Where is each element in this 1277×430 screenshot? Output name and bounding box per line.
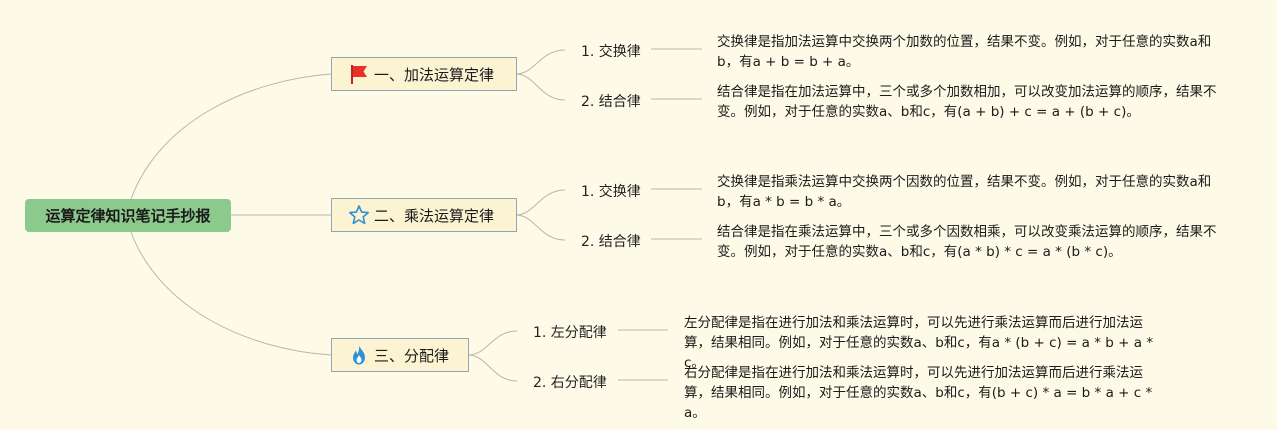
connector-branch-3-item-1 (467, 330, 518, 356)
red-flag-icon (348, 63, 370, 85)
connector-branch-1-item-2 (515, 73, 566, 101)
connector-root-branch-1 (130, 73, 332, 200)
branch-topic-distributive[interactable]: 三、分配律 (331, 338, 469, 372)
connector-branch-1-item-1 (515, 49, 566, 75)
description-addition-commutative: 交换律是指加法运算中交换两个加数的位置，结果不变。例如，对于任意的实数a和b，有… (717, 34, 1212, 70)
description-multiplication-associative: 结合律是指在乘法运算中，三个或多个因数相乘，可以改变乘法运算的顺序，结果不变。例… (717, 224, 1217, 260)
blue-flame-icon (348, 344, 370, 366)
subtopic-multiplication-associative[interactable]: 2. 结合律 (581, 234, 641, 250)
root-topic[interactable]: 运算定律知识笔记手抄报 (25, 199, 231, 232)
description-left-distributive: 左分配律是指在进行加法和乘法运算时，可以先进行乘法运算而后进行加法运算，结果相同… (684, 315, 1154, 371)
description-multiplication-commutative: 交换律是指乘法运算中交换两个因数的位置，结果不变。例如，对于任意的实数a和b，有… (717, 174, 1212, 210)
branch-topic-label: 一、加法运算定律 (374, 65, 495, 84)
description-right-distributive: 右分配律是指在进行加法和乘法运算时，可以先进行加法运算而后进行乘法运算，结果相同… (684, 365, 1153, 421)
subtopic-multiplication-commutative[interactable]: 1. 交换律 (581, 184, 641, 200)
connector-branch-2-item-2 (515, 214, 566, 241)
description-addition-associative: 结合律是指在加法运算中，三个或多个加数相加，可以改变加法运算的顺序，结果不变。例… (717, 84, 1217, 120)
branch-topic-label: 三、分配律 (374, 346, 450, 365)
root-topic-label: 运算定律知识笔记手抄报 (45, 207, 211, 225)
subtopic-left-distributive[interactable]: 1. 左分配律 (533, 325, 607, 341)
branch-topic-label: 二、乘法运算定律 (374, 206, 495, 225)
connector-branch-3-item-2 (467, 354, 518, 382)
subtopic-right-distributive[interactable]: 2. 右分配律 (533, 375, 607, 391)
star-outline-icon (348, 204, 370, 226)
connector-root-branch-3 (130, 231, 332, 356)
subtopic-addition-associative[interactable]: 2. 结合律 (581, 94, 641, 110)
connector-branch-2-item-1 (515, 189, 566, 216)
subtopic-addition-commutative[interactable]: 1. 交换律 (581, 44, 641, 60)
branch-topic-multiplication[interactable]: 二、乘法运算定律 (331, 198, 517, 232)
branch-topic-addition[interactable]: 一、加法运算定律 (331, 57, 517, 91)
